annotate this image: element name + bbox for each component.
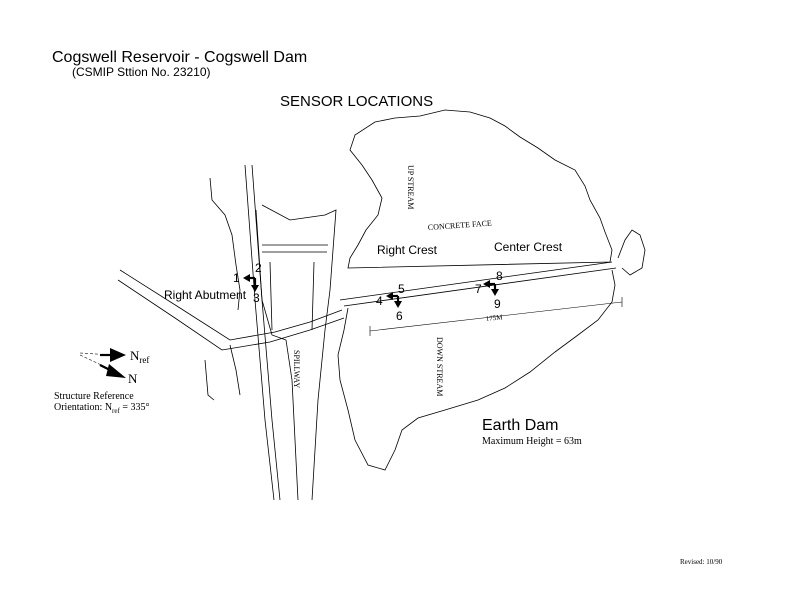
- access-road: [117, 269, 345, 351]
- orientation-line-1: Structure Reference: [54, 391, 134, 402]
- south-bank-outline: [204, 344, 241, 401]
- dam-crest: [339, 261, 617, 307]
- dimension-label: 175M: [485, 313, 503, 323]
- sensor-3-label: 3: [253, 291, 260, 305]
- sensor-5-label: 5: [398, 282, 405, 296]
- sensor-7-label: 7: [475, 282, 482, 296]
- right-crest-label: Right Crest: [377, 243, 438, 257]
- map-title: Cogswell Reservoir - Cogswell Dam: [52, 49, 307, 66]
- orientation-symbol: Nref N Structure Reference Orientation: …: [54, 348, 149, 415]
- n-label: N: [128, 371, 138, 386]
- concrete-face-label: CONCRETE FACE: [428, 219, 493, 232]
- sensor-6-label: 6: [396, 309, 403, 323]
- spillway-walls: [255, 204, 337, 501]
- sensor-4-label: 4: [376, 294, 383, 308]
- spillway-channel: [244, 164, 281, 501]
- center-crest-label: Center Crest: [494, 240, 563, 254]
- east-bank-outline: [617, 229, 646, 276]
- sensor-group-right-crest: 4 5 6: [376, 282, 405, 323]
- earth-dam-label: Earth Dam: [482, 417, 558, 434]
- sensor-8-label: 8: [496, 269, 503, 283]
- revised-date: Revised: 10/90: [680, 558, 723, 566]
- sensor-2-label: 2: [255, 261, 262, 275]
- dimension-line: 175M: [369, 297, 623, 336]
- west-bank-outline: [209, 177, 241, 311]
- orientation-line-2: Orientation: Nref = 335°: [54, 402, 149, 415]
- spillway-label: SPILLWAY: [292, 350, 301, 388]
- upstream-label: UP STREAM: [406, 165, 415, 209]
- sensor-9-label: 9: [494, 297, 501, 311]
- sensor-group-right-abutment: 1 2 3: [233, 261, 262, 305]
- n-ref-label: Nref: [130, 348, 149, 365]
- downstream-label: DOWN STREAM: [435, 337, 444, 396]
- sensor-locations-heading: SENSOR LOCATIONS: [280, 93, 433, 110]
- sensor-1-label: 1: [233, 271, 240, 285]
- max-height-label: Maximum Height = 63m: [482, 436, 582, 447]
- downstream-outline: [337, 269, 616, 471]
- station-subtitle: (CSMIP Sttion No. 23210): [72, 65, 211, 79]
- sensor-group-center-crest: 7 8 9: [475, 269, 503, 311]
- reservoir-outline: [347, 109, 613, 269]
- right-abutment-label: Right Abutment: [164, 288, 247, 302]
